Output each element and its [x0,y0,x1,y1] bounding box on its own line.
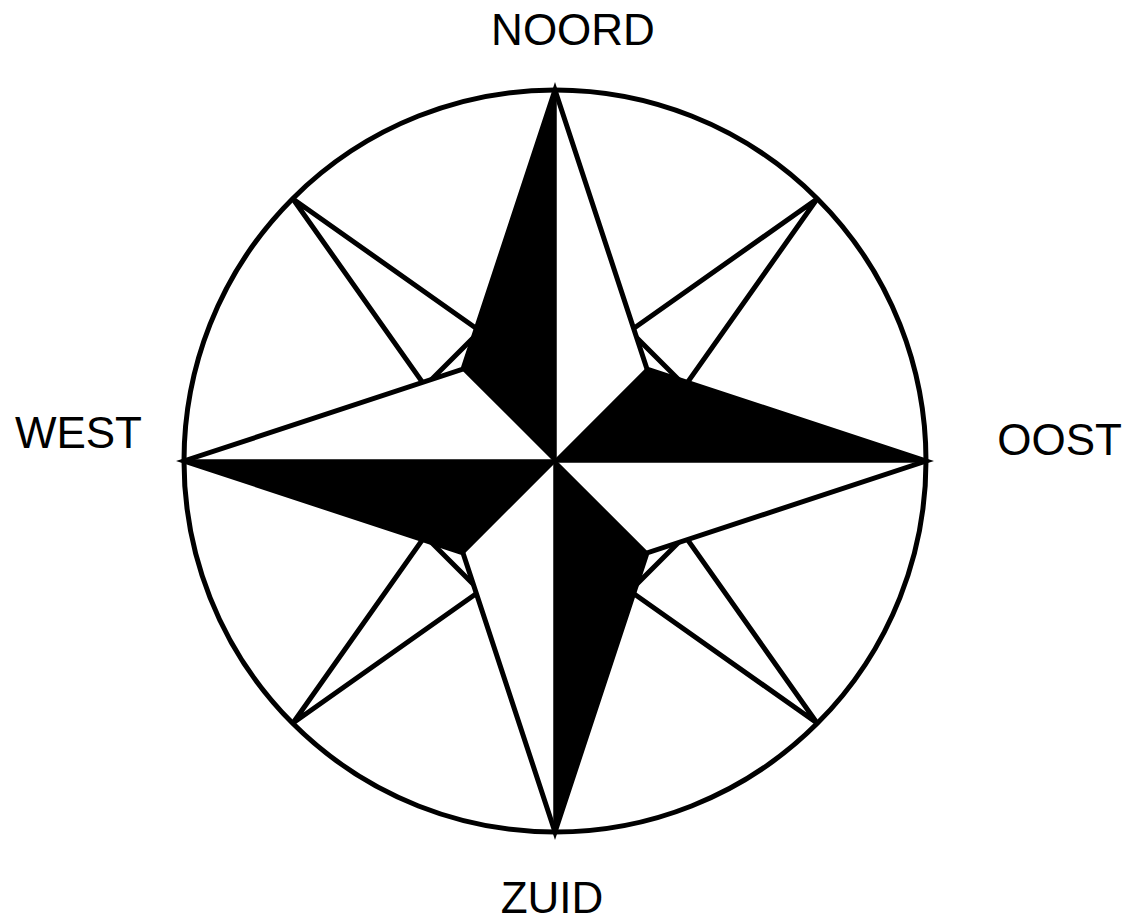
north-arm-line [554,90,557,461]
northeast-ray [630,199,817,386]
west-arm-shade [184,461,555,553]
main-star [184,90,926,832]
west-arm-line [184,460,555,463]
compass-circle [184,90,926,832]
direction-label: NOORD [491,6,655,54]
direction-label: ZUID [501,874,604,922]
northwest-ray [293,199,480,386]
east-arm-line [555,460,926,463]
east-arm-shade [555,369,926,461]
southwest-ray [293,536,480,723]
direction-label: OOST [997,416,1122,464]
south-arm-line [554,461,557,832]
southeast-ray [630,536,817,723]
north-arm-shade [463,90,555,461]
direction-label: WEST [15,409,142,457]
south-arm-shade [555,461,647,832]
